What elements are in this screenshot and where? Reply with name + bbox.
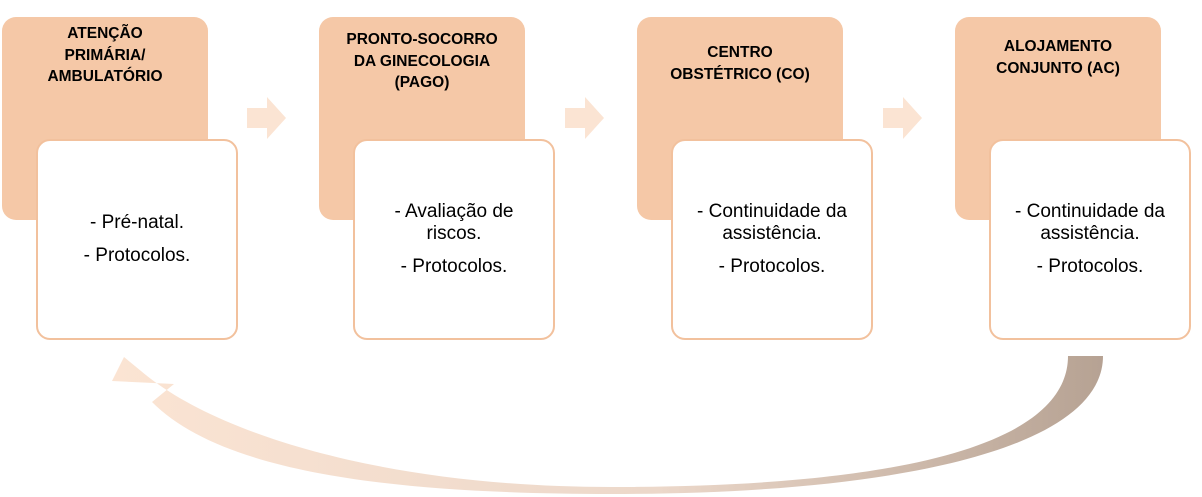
step-title-line: ALOJAMENTO — [1003, 38, 1113, 55]
step-content-box: - Avaliação de riscos. - Protocolos. — [353, 139, 555, 340]
arrow-right-icon — [565, 97, 604, 139]
step-item: - Protocolos. — [718, 256, 826, 277]
step-item: - Continuidade da assistência. — [697, 201, 847, 244]
step-title: CENTRO OBSTÉTRICO (CO) — [641, 42, 839, 85]
step-item: - Protocolos. — [83, 245, 191, 266]
step-centro-obstetrico: CENTRO OBSTÉTRICO (CO) - Continuidade da… — [637, 17, 877, 347]
step-title-line: (PAGO) — [394, 74, 450, 91]
step-item: - Protocolos. — [400, 256, 508, 277]
step-title: ALOJAMENTO CONJUNTO (AC) — [959, 36, 1157, 79]
step-title-line: CONJUNTO (AC) — [996, 59, 1120, 77]
step-alojamento-conjunto: ALOJAMENTO CONJUNTO (AC) - Continuidade … — [955, 17, 1195, 347]
step-content-box: - Continuidade da assistência. - Protoco… — [671, 139, 873, 340]
step-title-line: OBSTÉTRICO (CO) — [670, 65, 810, 83]
step-title: ATENÇÃO PRIMÁRIA/ AMBULATÓRIO — [6, 23, 204, 88]
step-title-line: PRONTO-SOCORRO — [346, 31, 498, 48]
step-title-line: PRIMÁRIA/ — [64, 46, 146, 64]
step-content-box: - Pré-natal. - Protocolos. — [36, 139, 238, 340]
step-item: - Pré-natal. — [90, 212, 184, 233]
step-pronto-socorro: PRONTO-SOCORRO DA GINECOLOGIA (PAGO) - A… — [319, 17, 559, 347]
arrow-right-icon — [883, 97, 922, 139]
arrow-right-icon — [247, 97, 286, 139]
step-title-line: CENTRO — [707, 44, 773, 61]
step-item: - Avaliação de riscos. — [394, 201, 514, 244]
step-item: - Continuidade da assistência. — [1015, 201, 1165, 244]
step-title-line: DA GINECOLOGIA — [353, 52, 491, 70]
step-atencao-primaria: ATENÇÃO PRIMÁRIA/ AMBULATÓRIO - Pré-nata… — [2, 17, 242, 347]
step-title-line: ATENÇÃO — [67, 25, 143, 42]
step-title: PRONTO-SOCORRO DA GINECOLOGIA (PAGO) — [323, 29, 521, 94]
step-content-box: - Continuidade da assistência. - Protoco… — [989, 139, 1191, 340]
step-item: - Protocolos. — [1036, 256, 1144, 277]
step-title-line: AMBULATÓRIO — [47, 68, 163, 85]
